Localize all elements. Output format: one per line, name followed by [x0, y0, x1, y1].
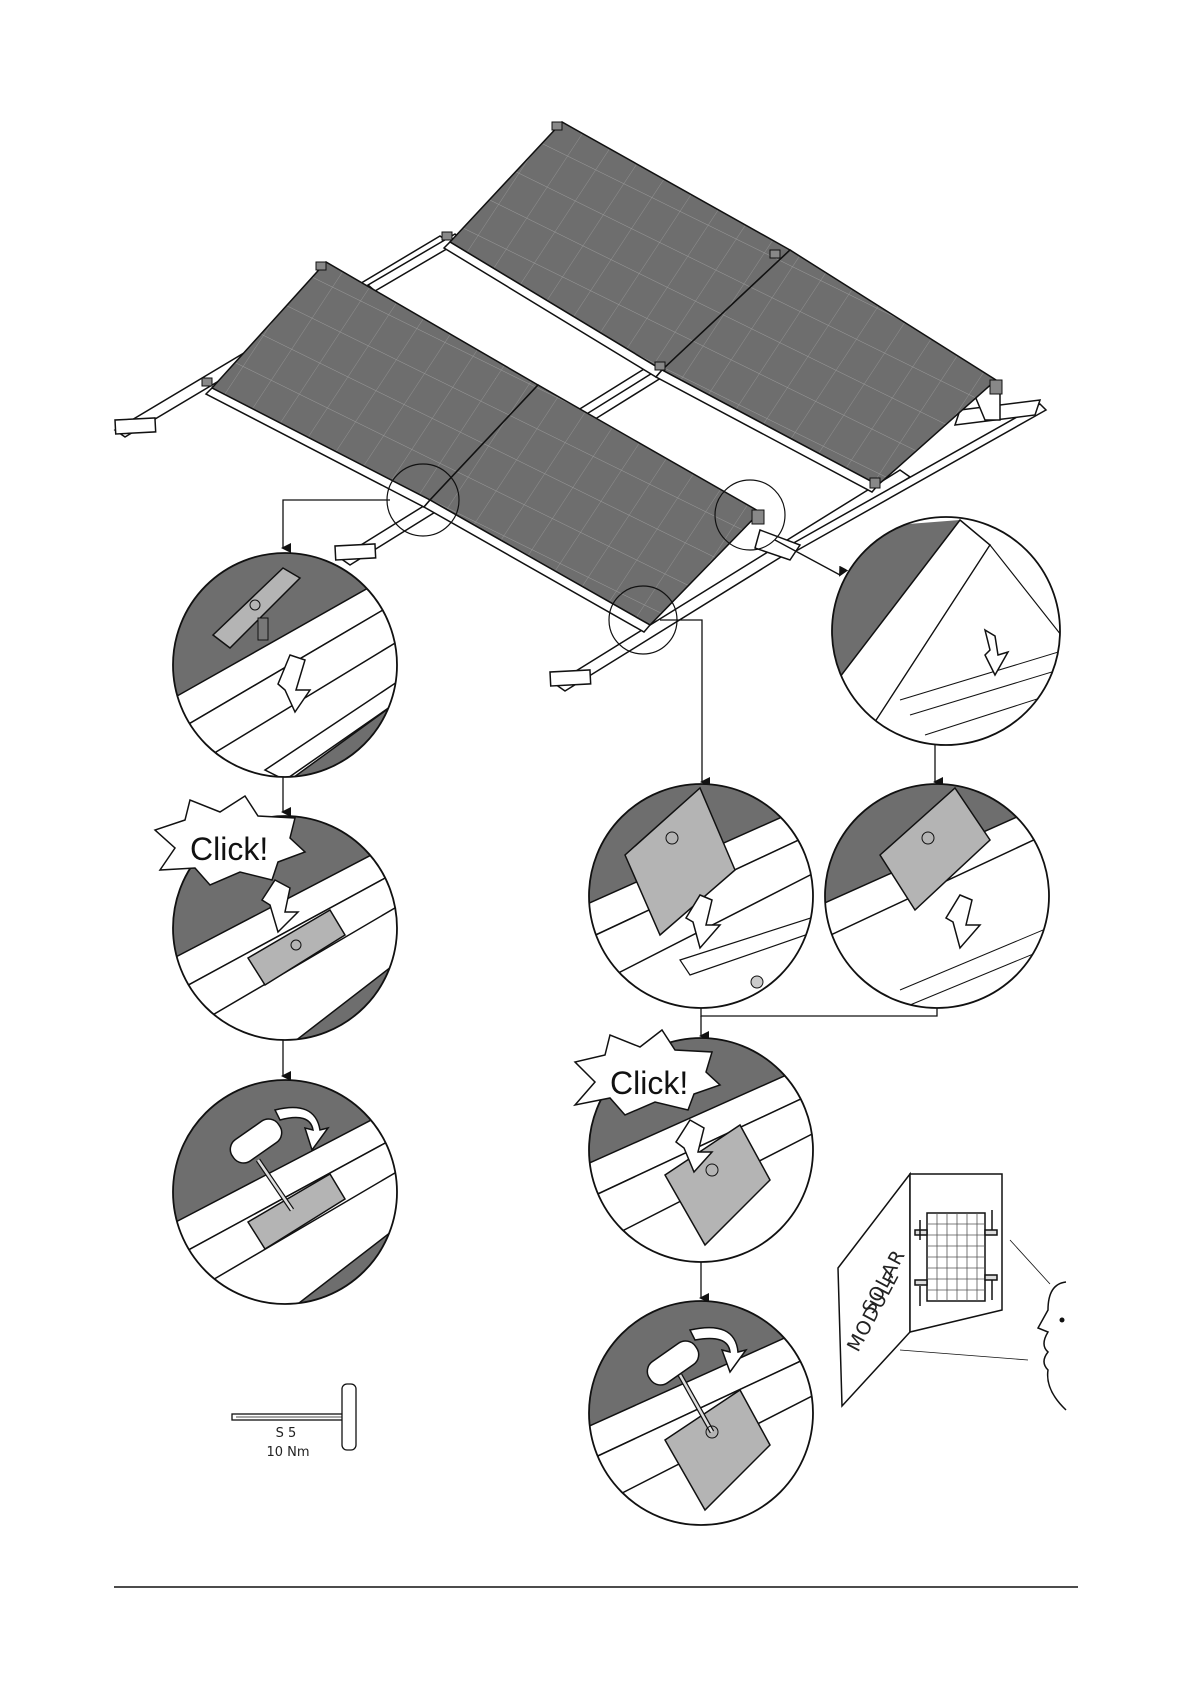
hex-key-tool: S 5 10 Nm	[232, 1384, 356, 1460]
detail-end-clamp-tilted-view	[830, 515, 1065, 750]
viewer-face-icon	[1038, 1282, 1066, 1410]
tool-torque-label: 10 Nm	[266, 1445, 309, 1460]
detail-end-clamp-insert-tilted	[820, 780, 1055, 1015]
solar-module-info-card: SOLAR MODULE	[838, 1174, 1066, 1410]
click-label-left: Click!	[190, 831, 268, 867]
tool-size-label: S 5	[276, 1426, 297, 1441]
detail-middle-clamp-insert	[170, 550, 400, 780]
module-grid-icon	[927, 1213, 985, 1301]
click-label-right: Click!	[610, 1065, 688, 1101]
detail-end-clamp-tighten	[585, 1298, 820, 1533]
detail-middle-clamp-tighten	[170, 1080, 400, 1310]
detail-end-clamp-insert-front	[585, 780, 820, 1015]
